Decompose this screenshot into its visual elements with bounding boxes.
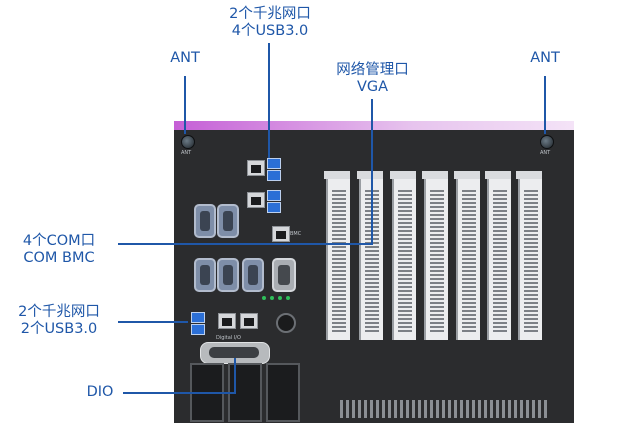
com-port-icon	[194, 204, 216, 238]
antenna-left-icon	[181, 135, 195, 149]
dio-text: Digital I/O	[216, 335, 241, 341]
leader-line	[234, 358, 236, 394]
leader-line	[544, 76, 546, 134]
usb3-port	[191, 324, 205, 335]
label-net-vga: 网络管理口 VGA	[336, 62, 409, 95]
label-lan-usb-lower: 2个千兆网口 2个USB3.0	[18, 304, 100, 337]
antenna-right-text: ANT	[540, 150, 551, 156]
leader-line	[118, 243, 372, 245]
label-ant-right: ANT	[530, 50, 560, 66]
pcie-slot	[422, 171, 448, 340]
pcie-slot	[324, 171, 350, 340]
leader-line	[371, 99, 373, 245]
usb3-port	[267, 190, 281, 201]
rj45-port	[240, 313, 258, 329]
pcie-slot	[516, 171, 542, 340]
com-bmc-port-icon	[242, 258, 264, 292]
bottom-vent	[340, 400, 550, 418]
power-button	[276, 313, 296, 333]
usb3-port	[191, 312, 205, 323]
usb3-port	[267, 170, 281, 181]
status-led	[278, 296, 282, 300]
leader-line	[123, 392, 236, 394]
pcie-slot	[485, 171, 511, 340]
status-led	[286, 296, 290, 300]
drive-bay	[266, 363, 300, 422]
pcie-slot	[390, 171, 416, 340]
com-port-icon	[217, 204, 239, 238]
com-port-icon	[217, 258, 239, 292]
rj45-port	[218, 313, 236, 329]
usb3-port	[267, 158, 281, 169]
antenna-left-text: ANT	[181, 150, 192, 156]
rj45-port	[247, 160, 265, 176]
leader-line	[268, 43, 270, 158]
label-top-lan-usb: 2个千兆网口 4个USB3.0	[229, 6, 311, 39]
rj45-port	[247, 192, 265, 208]
bmc-port	[272, 226, 290, 242]
vga-port-icon	[272, 258, 296, 292]
panel-top-strip	[174, 121, 574, 130]
antenna-right-icon	[540, 135, 554, 149]
bmc-text: BMC	[290, 231, 302, 237]
label-com: 4个COM口 COM BMC	[22, 233, 96, 266]
status-led	[262, 296, 266, 300]
status-led	[270, 296, 274, 300]
com-port-icon	[194, 258, 216, 292]
label-dio: DIO	[86, 384, 114, 400]
leader-line	[184, 76, 186, 134]
leader-line	[118, 321, 188, 323]
pcie-slot	[454, 171, 480, 340]
usb3-port	[267, 202, 281, 213]
label-ant-left: ANT	[170, 50, 200, 66]
